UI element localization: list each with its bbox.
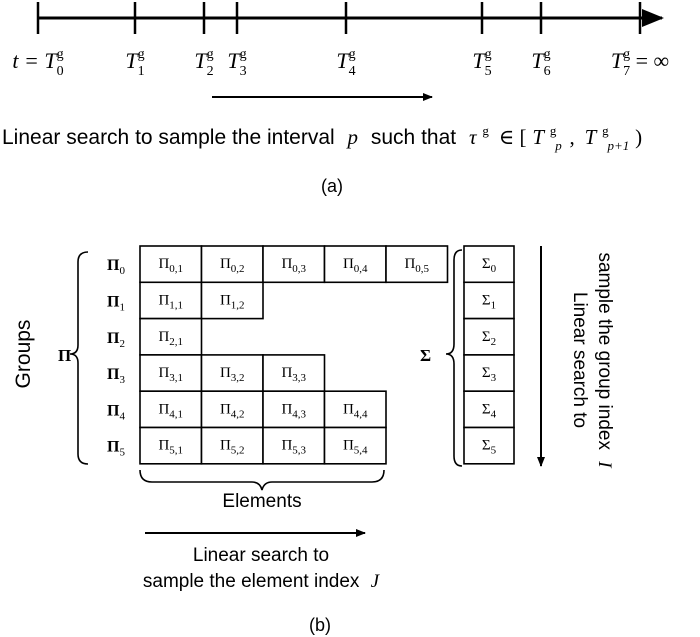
group-label-0: Π0: [107, 257, 125, 277]
element-cell-label-4-2: Π4,2: [220, 401, 245, 420]
element-cell-label-0-5: Π0,5: [404, 256, 429, 275]
group-search-line2: sample the group index I: [594, 252, 615, 469]
pi-symbol: Π: [58, 346, 71, 365]
group-label-4: Π4: [107, 402, 125, 422]
panel-b-label: (b): [309, 615, 331, 635]
element-cell-label-1-1: Π1,1: [158, 292, 183, 311]
element-cell-label-3-2: Π3,2: [220, 365, 245, 384]
element-cell-label-3-3: Π3,3: [281, 365, 306, 384]
element-cell-0-5: [385, 245, 449, 284]
panel-a-label: (a): [321, 176, 343, 196]
sigma-cell-2: [463, 317, 515, 356]
sigma-cell-label-3: Σ3: [482, 365, 497, 384]
element-cell-1-2: [200, 281, 264, 320]
sigma-symbol: Σ: [420, 346, 431, 365]
sigma-cell-3: [463, 354, 515, 392]
element-cell-0-2: [200, 245, 264, 284]
element-cell-4-2: [200, 390, 264, 429]
group-label-2: Π2: [107, 330, 125, 350]
element-cell-3-3: [262, 354, 326, 392]
element-cell-label-0-1: Π0,1: [158, 256, 183, 275]
elements-brace: [139, 469, 385, 491]
element-cell-label-0-3: Π0,3: [281, 256, 306, 275]
sigma-cell-5: [463, 426, 515, 465]
element-cell-label-4-1: Π4,1: [158, 401, 183, 420]
element-cell-label-4-4: Π4,4: [343, 401, 368, 420]
group-search-line1: Linear search to: [569, 292, 590, 428]
sigma-cell-label-4: Σ4: [482, 401, 497, 420]
elements-label: Elements: [222, 491, 301, 512]
element-cell-4-1: [139, 390, 203, 429]
sigma-brace: [445, 249, 463, 467]
sigma-cell-label-1: Σ1: [482, 292, 496, 311]
tick-marks: [36, 2, 642, 34]
element-grid: Π0,1 Π0,2 Π0,3 Π0,4 Π0,5Π1,1 Π1,2Π2,1Π3,1 Π3,2…: [139, 245, 449, 465]
sigma-cell-0: [463, 245, 515, 284]
element-cell-label-5-3: Π5,3: [281, 438, 306, 457]
element-cell-5-2: [200, 426, 264, 465]
element-cell-label-4-3: Π4,3: [281, 401, 306, 420]
sigma-cell-label-5: Σ5: [482, 438, 497, 457]
groups-brace: [69, 251, 89, 465]
element-cell-label-5-4: Π5,4: [343, 438, 368, 457]
element-cell-label-5-1: Π5,1: [158, 438, 183, 457]
group-label-3: Π3: [107, 366, 125, 386]
group-label-1: Π1: [107, 293, 125, 313]
groups-label: Groups: [12, 320, 35, 389]
sigma-cell-label-0: Σ0: [482, 256, 497, 275]
element-cell-2-1: [139, 317, 203, 356]
element-search-line1: Linear search to: [193, 545, 329, 566]
element-search-line2: sample the element index J: [143, 571, 381, 592]
element-cell-label-3-1: Π3,1: [158, 365, 183, 384]
element-cell-label-0-2: Π0,2: [220, 256, 245, 275]
element-cell-label-2-1: Π2,1: [158, 329, 183, 348]
element-cell-label-5-2: Π5,2: [220, 438, 245, 457]
group-label-5: Π5: [107, 439, 125, 459]
element-cell-4-3: [262, 390, 326, 429]
element-cell-5-4: [323, 426, 387, 465]
element-cell-label-1-2: Π1,2: [220, 292, 245, 311]
interval-search-caption: Linear search to sample the interval p s…: [2, 117, 642, 155]
sigma-cell-label-2: Σ2: [482, 329, 496, 348]
element-cell-label-0-4: Π0,4: [343, 256, 368, 275]
sigma-cell-4: [463, 390, 515, 429]
